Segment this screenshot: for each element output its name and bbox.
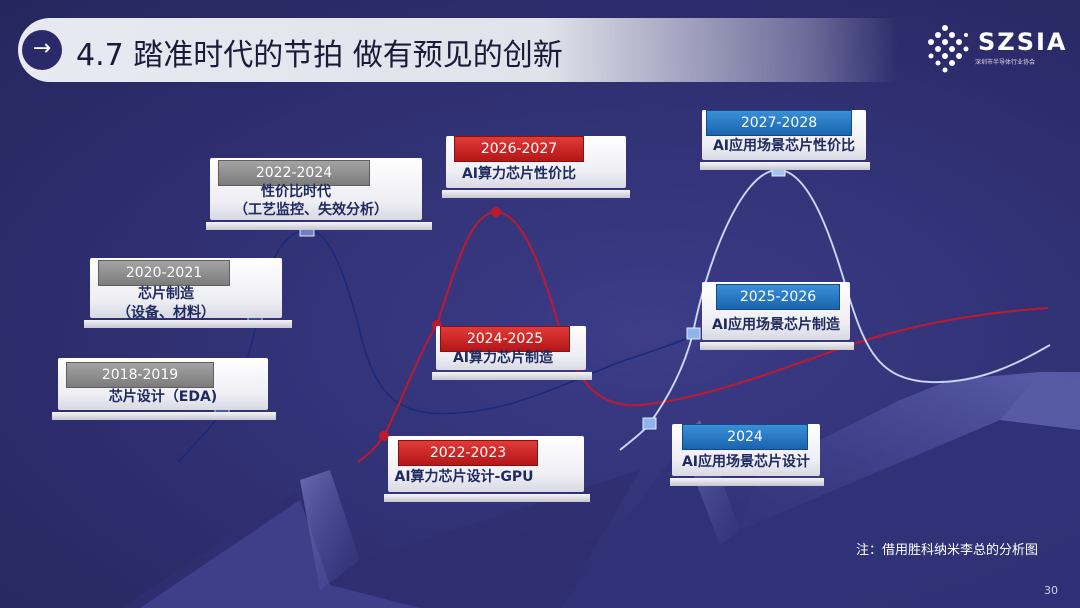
marker-2026-2027 (491, 207, 501, 217)
logo-mark (928, 25, 969, 73)
milestone-period-tag: 2020-2021 (98, 260, 230, 286)
milestone-label: （设备、材料） (50, 303, 282, 323)
milestone-period-tag: 2024 (682, 424, 808, 450)
milestone-period-tag: 2025-2026 (716, 284, 840, 310)
page-number: 30 (1044, 584, 1058, 597)
arrow-right-icon: → (22, 30, 62, 70)
milestone-label: AI算力芯片性价比 (412, 164, 626, 184)
milestone-card-2025-2026: 2025-2026 AI应用场景芯片制造 (702, 282, 850, 340)
milestone-card-2020-2021: 2020-2021 芯片制造 （设备、材料） (90, 258, 282, 318)
milestone-period-tag: 2026-2027 (454, 136, 584, 162)
milestone-label: （工艺监控、失效分析） (200, 200, 422, 220)
milestone-label: AI算力芯片制造 (420, 348, 586, 368)
footnote: 注：借用胜科纳米李总的分析图 (856, 539, 1038, 558)
logo-name: SZSIA (978, 28, 1067, 56)
milestone-card-2027-2028: 2027-2028 AI应用场景芯片性价比 (702, 110, 866, 160)
milestone-label: 芯片设计（EDA) (58, 387, 268, 407)
milestone-period-tag: 2027-2028 (706, 110, 852, 136)
milestone-card-2022-2023: 2022-2023 AI算力芯片设计-GPU (388, 436, 584, 492)
marker-2024 (643, 418, 656, 429)
milestone-card-2022-2024: 2022-2024 性价比时代 （工艺监控、失效分析） (210, 158, 422, 220)
milestone-label: AI算力芯片设计-GPU (344, 467, 584, 487)
marker-2025-2026 (687, 328, 700, 339)
milestone-card-2024: 2024 AI应用场景芯片设计 (672, 424, 820, 476)
logo-subtitle: 深圳市半导体行业协会 (975, 57, 1035, 66)
slide-title: 4.7 踏准时代的节拍 做有预见的创新 (76, 30, 563, 74)
milestone-label: AI应用场景芯片制造 (702, 315, 850, 335)
milestone-card-2024-2025: 2024-2025 AI算力芯片制造 (436, 326, 586, 370)
milestone-label: 性价比时代 (170, 182, 422, 202)
milestone-label: AI应用场景芯片性价比 (702, 136, 866, 156)
milestone-label: 芯片制造 (50, 284, 282, 304)
milestone-period-tag: 2018-2019 (66, 362, 214, 388)
milestone-label: AI应用场景芯片设计 (672, 452, 820, 472)
milestone-card-2026-2027: 2026-2027 AI算力芯片性价比 (446, 136, 626, 188)
milestone-card-2018-2019: 2018-2019 芯片设计（EDA) (58, 358, 268, 410)
milestone-period-tag: 2022-2023 (398, 440, 538, 466)
